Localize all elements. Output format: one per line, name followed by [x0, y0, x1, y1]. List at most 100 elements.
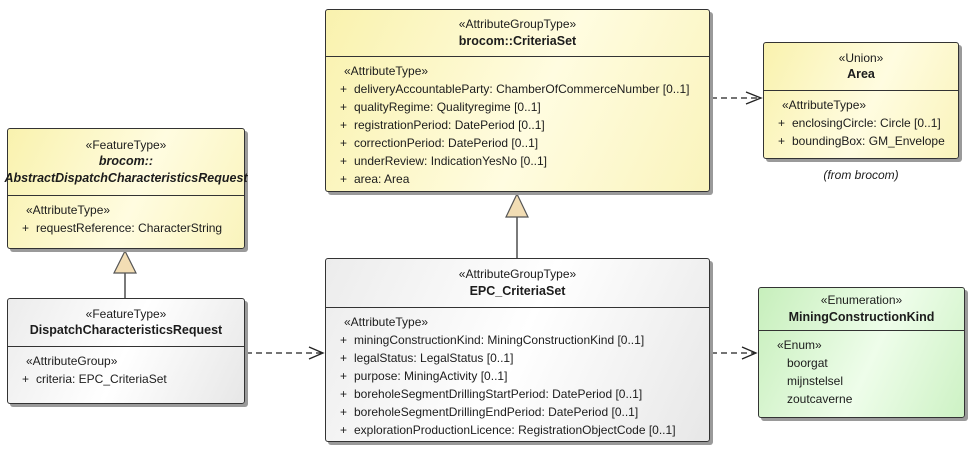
open-arrowhead-icon — [308, 346, 325, 360]
attribute-text: boundingBox: GM_Envelope — [792, 134, 945, 148]
class-stereotype: «AttributeGroupType» — [458, 17, 577, 32]
section-label: «AttributeType» — [344, 64, 429, 78]
attribute-text: correctionPeriod: DatePeriod [0..1] — [354, 136, 539, 150]
visibility-marker: + — [778, 134, 786, 148]
class-name: Area — [847, 67, 875, 82]
visibility-marker — [763, 372, 787, 390]
class-box-dispatch-characteristics-request: «FeatureType» DispatchCharacteristicsReq… — [7, 298, 245, 404]
attribute-row: + explorationProductionLicence: Registrat… — [330, 421, 705, 439]
class-header: «Union» Area — [764, 43, 958, 91]
attribute-row: + requestReference: CharacterString — [12, 219, 240, 237]
visibility-marker: + — [22, 372, 30, 386]
visibility-marker: + — [340, 405, 348, 419]
class-stereotype: «Enumeration» — [820, 293, 903, 308]
open-arrowhead-icon — [741, 346, 758, 360]
attribute-row: +qualityRegime: Qualityregime [0..1] — [330, 98, 705, 116]
dependency-epc-to-miningkind — [711, 346, 758, 360]
generalization-triangle-icon — [113, 249, 137, 274]
attribute-text: mijnstelsel — [787, 374, 844, 388]
visibility-marker: + — [340, 154, 348, 168]
visibility-marker: + — [340, 333, 348, 347]
attribute-text: boorgat — [787, 356, 828, 370]
attribute-list: +miningConstructionKind: MiningConstruct… — [330, 331, 705, 439]
attribute-text: legalStatus: LegalStatus [0..1] — [354, 351, 514, 365]
attribute-text: boreholeSegmentDrillingEndPeriod: DatePe… — [354, 405, 639, 419]
attribute-compartment: «AttributeGroup» +criteria: EPC_Criteria… — [8, 347, 244, 403]
visibility-marker: + — [340, 351, 348, 365]
class-header: «AttributeGroupType» EPC_CriteriaSet — [326, 259, 709, 308]
class-name: brocom::CriteriaSet — [458, 33, 577, 48]
attribute-text: requestReference: CharacterString — [36, 221, 223, 235]
attribute-row: + boreholeSegmentDrillingEndPeriod: DateP… — [330, 403, 705, 421]
visibility-marker: + — [340, 387, 348, 401]
attribute-row: +miningConstructionKind: MiningConstruct… — [330, 331, 705, 349]
section-label: «Enum» — [777, 338, 822, 352]
attribute-row: mijnstelsel — [763, 372, 960, 390]
attribute-text: purpose: MiningActivity [0..1] — [354, 369, 508, 383]
enum-compartment: «Enum» boorgat mijnstelsel zoutcaverne — [759, 331, 964, 417]
attribute-row: + legalStatus: LegalStatus [0..1] — [330, 349, 705, 367]
class-box-abstract-dispatch-characteristics-request: «FeatureType» brocom:: AbstractDispatchC… — [4, 128, 248, 249]
section-label: «AttributeType» — [782, 98, 867, 112]
attribute-text: boreholeSegmentDrillingStartPeriod: Date… — [354, 387, 643, 401]
attribute-row: + purpose: MiningActivity [0..1] — [330, 367, 705, 385]
class-header: «AttributeGroupType» brocom::CriteriaSet — [326, 10, 709, 57]
class-stereotype: «FeatureType» — [85, 138, 167, 153]
attribute-text: criteria: EPC_CriteriaSet — [36, 372, 167, 386]
attribute-list: + criteria: EPC_CriteriaSet — [12, 370, 240, 388]
visibility-marker: + — [340, 100, 348, 114]
class-name: EPC_CriteriaSet — [469, 283, 566, 298]
attribute-compartment: «AttributeType» + deliveryAccountablePart… — [326, 57, 709, 191]
attribute-text: zoutcaverne — [787, 392, 853, 406]
attribute-compartment: «AttributeType» + enclosingCircle: Circle… — [764, 91, 958, 158]
class-stereotype: «FeatureType» — [85, 306, 167, 321]
attribute-row: + enclosingCircle: Circle [0..1] — [768, 114, 954, 132]
attribute-list: + requestReference: CharacterString — [12, 219, 240, 237]
attribute-row: + registrationPeriod: DatePeriod [0..1] — [330, 116, 705, 134]
class-header: «FeatureType» DispatchCharacteristicsReq… — [8, 299, 244, 347]
section-label: «AttributeType» — [26, 203, 111, 217]
generalization-triangle-icon — [505, 192, 529, 218]
class-box-brocom-criteriaset: «AttributeGroupType» brocom::CriteriaSet… — [325, 9, 710, 192]
attribute-compartment: «AttributeType» +miningConstructionKind:… — [326, 308, 709, 441]
class-header: «FeatureType» brocom:: AbstractDispatchC… — [4, 129, 248, 196]
attribute-text: underReview: IndicationYesNo [0..1] — [354, 154, 548, 168]
dependency-criteriaset-to-area — [711, 91, 763, 105]
attribute-row: zoutcaverne — [763, 390, 960, 408]
attribute-compartment: «AttributeType» + requestReference: Chara… — [8, 196, 244, 248]
visibility-marker: + — [778, 116, 786, 130]
attribute-text: explorationProductionLicence: Registrati… — [354, 423, 676, 437]
attribute-row: + criteria: EPC_CriteriaSet — [12, 370, 240, 388]
attribute-text: registrationPeriod: DatePeriod [0..1] — [354, 118, 545, 132]
attribute-row: + boundingBox: GM_Envelope — [768, 132, 954, 150]
class-name: brocom:: — [98, 154, 154, 169]
generalization-epc-to-criteriaset — [505, 192, 529, 258]
class-header: «Enumeration» MiningConstructionKind — [759, 288, 964, 331]
visibility-marker: + — [340, 118, 348, 132]
attribute-list: + enclosingCircle: Circle [0..1] + bounding… — [768, 114, 954, 150]
class-box-area: «Union» Area «AttributeType» + enclosingC… — [763, 42, 959, 159]
attribute-row: boorgat — [763, 354, 960, 372]
visibility-marker: + — [340, 369, 348, 383]
visibility-marker: + — [340, 423, 348, 437]
class-stereotype: «AttributeGroupType» — [458, 267, 577, 282]
class-stereotype: «Union» — [838, 50, 884, 65]
section-label: «AttributeType» — [344, 315, 429, 329]
visibility-marker: + — [340, 136, 348, 150]
attribute-row: + boreholeSegmentDrillingStartPeriod: Dat… — [330, 385, 705, 403]
dependency-dispatch-to-epc — [246, 346, 325, 360]
attribute-row: + underReview: IndicationYesNo [0..1] — [330, 152, 705, 170]
enum-literal-list: boorgat mijnstelsel zoutcaverne — [763, 354, 960, 408]
attribute-text: enclosingCircle: Circle [0..1] — [792, 116, 941, 130]
visibility-marker: + — [22, 221, 30, 235]
from-package-note: (from brocom) — [823, 168, 899, 182]
class-box-mining-construction-kind: «Enumeration» MiningConstructionKind «En… — [758, 287, 965, 418]
visibility-marker: + — [340, 82, 348, 96]
attribute-row: + correctionPeriod: DatePeriod [0..1] — [330, 134, 705, 152]
attribute-row: + deliveryAccountableParty: ChamberOfComm… — [330, 80, 705, 98]
class-box-epc-criteriaset: «AttributeGroupType» EPC_CriteriaSet «At… — [325, 258, 710, 442]
attribute-row: +area: Area — [330, 170, 705, 188]
visibility-marker — [763, 390, 787, 408]
attribute-text: deliveryAccountableParty: ChamberOfComme… — [354, 82, 690, 96]
